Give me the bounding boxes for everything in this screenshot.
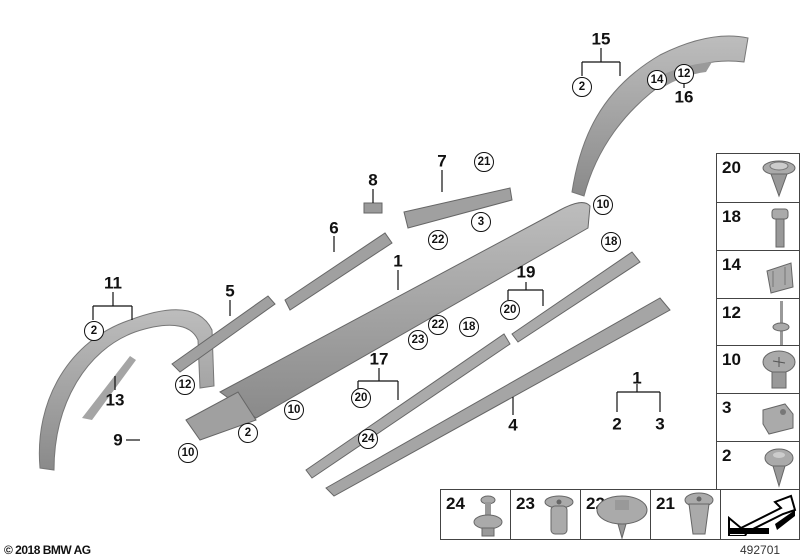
fastener-cell-23[interactable]: 23 (510, 489, 580, 540)
trim-strips (305, 251, 671, 497)
document-number: 492701 (740, 543, 781, 557)
front-wheel-arch-trim (38, 309, 215, 471)
circled-callout-10[interactable]: 10 (593, 195, 613, 215)
circled-callout-10[interactable]: 10 (284, 400, 304, 420)
callout-15[interactable]: 15 (591, 29, 611, 49)
callout-13[interactable]: 13 (105, 390, 125, 410)
fastener-cell-18[interactable]: 18 (716, 202, 800, 250)
circled-callout-3[interactable]: 3 (471, 212, 491, 232)
circled-callout-14[interactable]: 14 (647, 70, 667, 90)
fastener-cell-24[interactable]: 24 (440, 489, 510, 540)
circled-callout-2[interactable]: 2 (572, 77, 592, 97)
callout-16[interactable]: 16 (674, 87, 694, 107)
installation-direction-cell[interactable] (720, 489, 800, 540)
leader-lines (92, 48, 685, 441)
callout-7[interactable]: 7 (437, 151, 447, 171)
installation-direction-arrow-icon (728, 494, 797, 536)
callout-5[interactable]: 5 (225, 281, 235, 301)
circled-callout-10[interactable]: 10 (178, 443, 198, 463)
circled-callout-24[interactable]: 24 (358, 429, 378, 449)
callout-8[interactable]: 8 (368, 170, 378, 190)
circled-callout-21[interactable]: 21 (474, 152, 494, 172)
fastener-cell-21[interactable]: 21 (650, 489, 720, 540)
screw-grommet-icon (762, 350, 796, 389)
circled-callout-18[interactable]: 18 (459, 317, 479, 337)
callout-3-legend[interactable]: 3 (655, 414, 665, 434)
side-sill-panel (185, 202, 591, 441)
fastener-cell-10[interactable]: 10 (716, 345, 800, 393)
callout-9[interactable]: 9 (113, 430, 123, 450)
callout-6[interactable]: 6 (329, 218, 339, 238)
circled-callout-12[interactable]: 12 (175, 375, 195, 395)
plastic-rivet-icon (473, 495, 503, 537)
circled-callout-12[interactable]: 12 (674, 64, 694, 84)
circled-callout-22[interactable]: 22 (428, 315, 448, 335)
callout-1-legend[interactable]: 1 (632, 368, 642, 388)
callout-11[interactable]: 11 (104, 273, 122, 293)
circled-callout-23[interactable]: 23 (408, 330, 428, 350)
fastener-cell-12[interactable]: 12 (716, 298, 800, 345)
trim-clip-large-icon (596, 495, 648, 540)
circled-callout-2[interactable]: 2 (238, 423, 258, 443)
push-rivet-clip-icon (762, 160, 796, 198)
grommet-nut-icon (684, 492, 714, 535)
fastener-cell-3[interactable]: 3 (716, 393, 800, 441)
bolt-icon (771, 208, 789, 248)
blind-rivet-icon (772, 301, 790, 345)
callout-4[interactable]: 4 (508, 415, 518, 435)
spring-clip-icon (766, 262, 794, 294)
fastener-cell-20[interactable]: 20 (716, 153, 800, 202)
circled-callout-18[interactable]: 18 (601, 232, 621, 252)
callout-17[interactable]: 17 (369, 349, 389, 369)
expansion-nut-icon (544, 495, 574, 535)
circled-callout-20[interactable]: 20 (500, 300, 520, 320)
callout-19[interactable]: 19 (516, 262, 536, 282)
fastener-cell-2[interactable]: 2 (716, 441, 800, 490)
callout-1[interactable]: 1 (393, 251, 403, 271)
fastener-cell-22[interactable]: 22 (580, 489, 650, 540)
clip-nut-icon (762, 403, 794, 435)
circled-callout-2[interactable]: 2 (84, 321, 104, 341)
circled-callout-20[interactable]: 20 (351, 388, 371, 408)
fastener-cell-14[interactable]: 14 (716, 250, 800, 298)
circled-callout-22[interactable]: 22 (428, 230, 448, 250)
copyright-text: © 2018 BMW AG (4, 543, 91, 557)
expanding-clip-icon (764, 448, 794, 488)
callout-2-legend[interactable]: 2 (612, 414, 622, 434)
